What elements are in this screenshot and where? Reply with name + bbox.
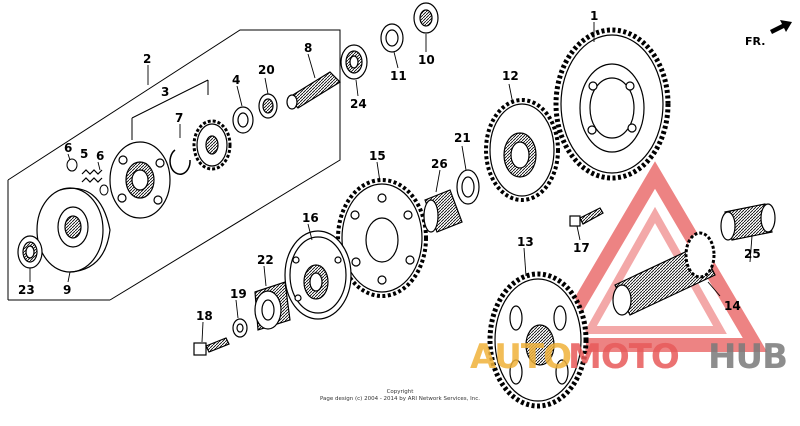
- watermark-text: AUTO MOTO HUB: [470, 337, 788, 377]
- front-direction-indicator: FR.: [745, 20, 792, 48]
- callout-7: 7: [175, 111, 183, 125]
- clutch-hub-part-16: [284, 230, 352, 320]
- copyright-line-1: Copyright: [387, 389, 415, 395]
- watermark-logo: [542, 161, 768, 352]
- sleeve-part-25: [720, 203, 776, 241]
- callout-3: 3: [161, 85, 169, 99]
- callout-11: 11: [390, 69, 407, 83]
- gear-part-15: [336, 178, 428, 298]
- sprocket-gear: [192, 119, 232, 171]
- callout-12: 12: [502, 69, 519, 83]
- callout-19: 19: [230, 287, 247, 301]
- callout-6b: 6: [96, 149, 104, 163]
- cap-part-6a: [66, 158, 78, 172]
- callout-6a: 6: [64, 141, 72, 155]
- leader-lines: [29, 22, 753, 343]
- countershaft-part-14: [612, 231, 716, 316]
- bearing-part-22: [254, 281, 291, 331]
- watermark-part-3: HUB: [708, 337, 787, 377]
- callout-14: 14: [724, 299, 741, 313]
- callout-15: 15: [369, 149, 386, 163]
- bearing-part-24: [340, 44, 368, 80]
- callout-21: 21: [454, 131, 471, 145]
- bearing-part-23: [17, 235, 43, 269]
- callout-18: 18: [196, 309, 213, 323]
- assembly-outline: [7, 29, 341, 301]
- shaft-part-8: [286, 71, 341, 110]
- collar-part-20: [258, 93, 278, 119]
- spring-part-5: [81, 169, 103, 183]
- watermark-part-2: MOTO: [568, 337, 679, 377]
- callout-labels: 1 2 3 4 5 6 6 7 8 9 10 11 12 13 14 15 16…: [18, 9, 761, 323]
- callout-17: 17: [573, 241, 590, 255]
- copyright-notice: Copyright Page design (c) 2004 - 2014 by…: [320, 389, 480, 402]
- callout-9: 9: [63, 283, 71, 297]
- washer-part-21: [456, 169, 480, 205]
- needle-bearing-part-26: [423, 189, 463, 233]
- washer-part-4: [232, 106, 254, 134]
- callout-23: 23: [18, 283, 35, 297]
- callout-20: 20: [258, 63, 275, 77]
- callout-24: 24: [350, 97, 367, 111]
- fr-label: FR.: [745, 35, 765, 48]
- washer-part-19: [232, 318, 248, 338]
- clutch-drum-part-9: [36, 187, 111, 273]
- cap-part-6b: [99, 184, 109, 196]
- callout-13: 13: [517, 235, 534, 249]
- gear-part-1: [553, 27, 671, 181]
- callout-16: 16: [302, 211, 319, 225]
- callout-5: 5: [80, 147, 88, 161]
- watermark-part-1: AUTO: [470, 337, 571, 377]
- callout-8: 8: [304, 41, 312, 55]
- clutch-body-part-3: [109, 141, 171, 219]
- bolt-part-18: [193, 337, 230, 356]
- gear-part-13: [487, 271, 589, 409]
- callout-1: 1: [590, 9, 598, 23]
- copyright-line-2: Page design (c) 2004 - 2014 by ARI Netwo…: [320, 396, 480, 402]
- callout-2: 2: [143, 52, 151, 66]
- gear-part-12: [484, 98, 560, 202]
- washer-part-11: [380, 23, 404, 53]
- callout-4: 4: [232, 73, 240, 87]
- callout-22: 22: [257, 253, 274, 267]
- washer-part-10: [413, 2, 439, 34]
- circlip-part-7: [169, 149, 191, 175]
- callout-10: 10: [418, 53, 435, 67]
- callout-25: 25: [744, 247, 761, 261]
- callout-26: 26: [431, 157, 448, 171]
- bolt-part-17: [569, 207, 604, 227]
